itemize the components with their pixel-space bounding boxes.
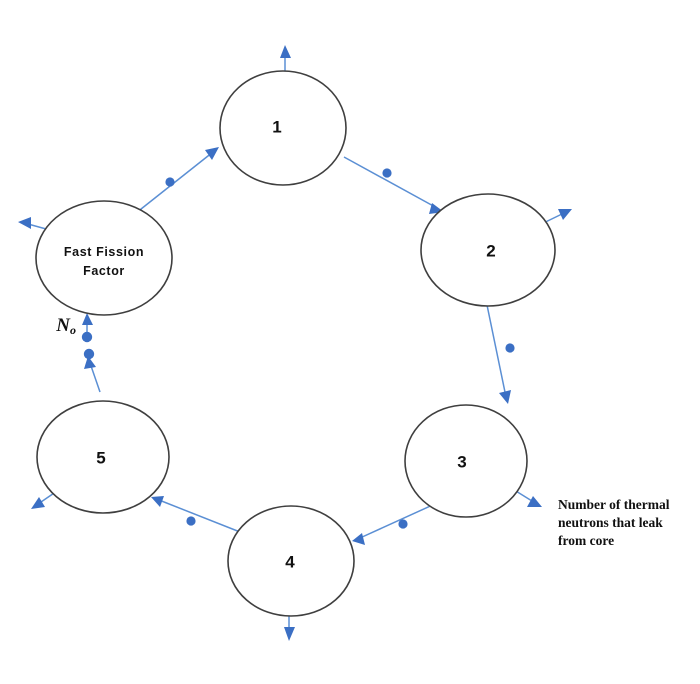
source-dot [81,331,93,343]
link-line [158,499,241,533]
midpoint-dot [165,177,175,187]
midpoint-dot [83,348,95,360]
arrow-head-icon [284,627,295,641]
arrow-head-icon [280,45,291,58]
node-group: Fast Fission Factor 1 2 3 4 [35,70,556,617]
link-3-to-4 [352,502,438,545]
leak-arrow-group [18,45,572,641]
node-label-line2: Factor [83,264,125,278]
node-2[interactable]: 2 [420,193,556,307]
link-4-to-5 [151,496,241,533]
node-1[interactable]: 1 [219,70,347,186]
node-label: 1 [272,117,281,136]
node-shape [219,70,347,186]
midpoint-dot [382,168,392,178]
node-4[interactable]: 4 [227,505,355,617]
source-input-arrow [81,313,93,343]
link-line [486,304,507,398]
node-shape [404,404,528,518]
node-shape [35,200,173,316]
arrow-head-icon [352,533,365,545]
leak-arrow-node-1 [280,45,291,73]
source-label-main: N [55,315,71,336]
link-line [343,156,438,209]
link-line [359,502,438,539]
arrow-head-icon [31,497,45,509]
link-5-to-fast-fission [83,348,101,393]
arrow-head-icon [82,313,93,325]
thermal-neutron-leak-note: Number of thermal neutrons that leak fro… [558,497,670,548]
node-shape [227,505,355,617]
node-shape [420,193,556,307]
node-shape [36,400,170,514]
link-fast-fission-to-1 [135,147,219,214]
arrow-head-icon [18,217,31,229]
node-label: 2 [486,241,495,260]
arrow-head-icon [151,496,164,507]
node-3[interactable]: 3 [404,404,528,518]
midpoint-dot [398,519,408,529]
node-label: 4 [285,552,295,571]
midpoint-dot [505,343,515,353]
arrow-head-icon [558,209,572,220]
node-label: 5 [96,448,105,467]
link-1-to-2 [343,156,444,214]
source-label: N o [55,315,76,337]
node-fast-fission-factor[interactable]: Fast Fission Factor [35,200,173,316]
midpoint-dot [186,516,196,526]
link-2-to-3 [486,304,515,404]
arrow-head-icon [527,496,542,507]
arrow-head-icon [499,390,511,404]
node-5[interactable]: 5 [36,400,170,514]
arrow-head-icon [84,356,96,369]
source-label-subscript: o [70,323,76,337]
cycle-link-group [83,147,515,545]
arrow-head-icon [205,147,219,160]
node-label: 3 [457,452,466,471]
node-label-line1: Fast Fission [64,245,144,259]
link-line [89,362,101,393]
